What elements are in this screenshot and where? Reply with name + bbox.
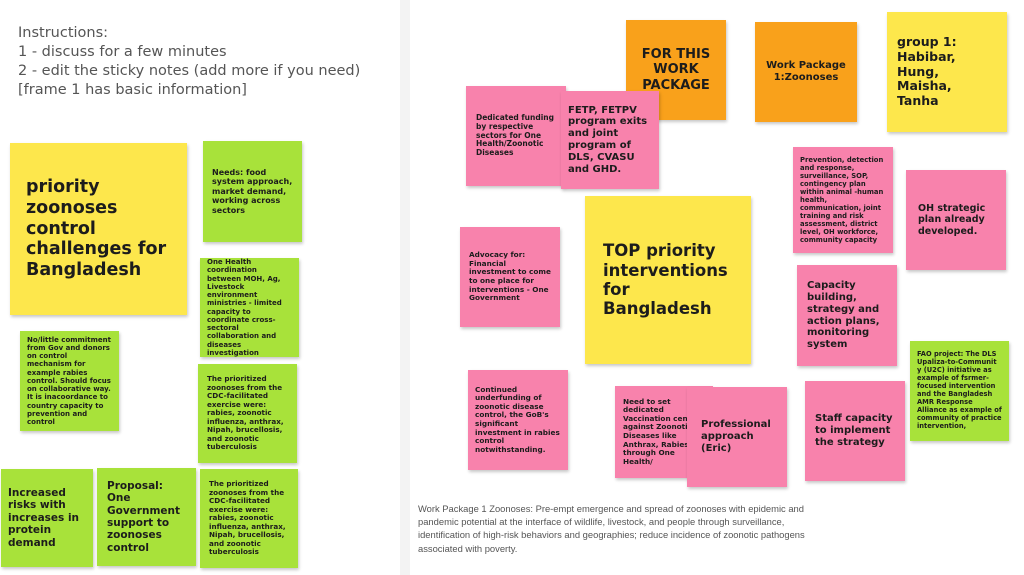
sticky-note-capacity-building[interactable]: Capacity building, strategy and action p… bbox=[797, 265, 897, 366]
sticky-note-prioritized-zoonoses-1[interactable]: The prioritized zoonoses from the CDC-fa… bbox=[198, 364, 297, 463]
sticky-note-challenges-title[interactable]: priority zoonoses control challenges for… bbox=[10, 143, 187, 315]
instructions-text: Instructions: 1 - discuss for a few minu… bbox=[18, 25, 361, 98]
sticky-note-staff-capacity[interactable]: Staff capacity to implement the strategy bbox=[805, 381, 905, 481]
sticky-note-underfunding[interactable]: Continued underfunding of zoonotic disea… bbox=[468, 370, 568, 470]
frame-divider bbox=[400, 0, 410, 575]
sticky-note-fao-project[interactable]: FAO project: The DLS Upaliza-to-Communit… bbox=[910, 341, 1009, 441]
sticky-note-dedicated-funding[interactable]: Dedicated funding by respective sectors … bbox=[466, 86, 566, 186]
sticky-note-advocacy[interactable]: Advocacy for: Financial investment to co… bbox=[460, 227, 560, 327]
sticky-note-top-priority-title[interactable]: TOP priority interventions for Banglades… bbox=[585, 196, 751, 364]
sticky-note-one-government[interactable]: Proposal: One Government support to zoon… bbox=[97, 468, 196, 566]
sticky-note-for-this-work-package[interactable]: FOR THIS WORK PACKAGE bbox=[626, 20, 726, 120]
sticky-note-prevention-detection[interactable]: Prevention, detection and response, surv… bbox=[793, 147, 893, 253]
sticky-note-group-members[interactable]: group 1: Habibar, Hung, Maisha, Tanha bbox=[887, 12, 1007, 132]
sticky-note-oh-strategic-plan[interactable]: OH strategic plan already developed. bbox=[906, 170, 1006, 270]
work-package-description: Work Package 1 Zoonoses: Pre-empt emerge… bbox=[418, 503, 805, 554]
sticky-note-professional-approach[interactable]: Professional approach (Eric) bbox=[687, 387, 787, 487]
sticky-note-work-package-zoonoses[interactable]: Work Package 1:Zoonoses bbox=[755, 22, 857, 122]
sticky-note-commitment[interactable]: No/little commitment from Gov and donors… bbox=[20, 331, 119, 431]
sticky-note-prioritized-zoonoses-2[interactable]: The prioritized zoonoses from the CDC-fa… bbox=[200, 469, 298, 568]
sticky-note-one-health-coordination[interactable]: One Health coordination between MOH, Ag,… bbox=[200, 258, 299, 357]
sticky-note-needs[interactable]: Needs: food system approach, market dema… bbox=[203, 141, 302, 242]
sticky-note-fetp-program[interactable]: FETP, FETPV program exits and joint prog… bbox=[561, 91, 659, 189]
sticky-note-protein-demand[interactable]: Increased risks with increases in protei… bbox=[1, 469, 93, 567]
